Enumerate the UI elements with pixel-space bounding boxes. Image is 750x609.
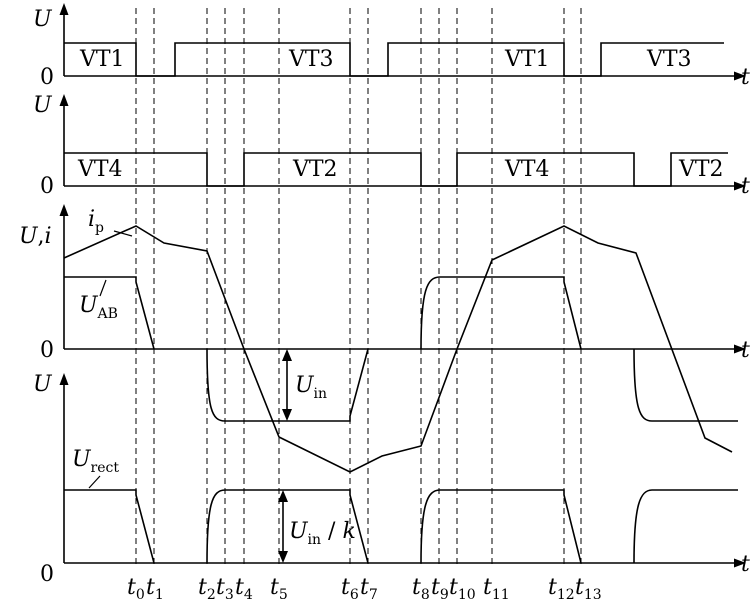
- gate-label-vt4-b: VT4: [504, 157, 550, 182]
- panel1-gate-waveform: [64, 42, 724, 77]
- urect-leader-line: [88, 475, 101, 489]
- time-label-t2: t2: [198, 575, 216, 603]
- time-label-t3: t3: [216, 575, 234, 603]
- panel1-y-arrow: [59, 3, 69, 15]
- uab-leader-line: [99, 279, 107, 297]
- panel1-zero-label: 0: [40, 65, 54, 90]
- panel1-x-label: t: [741, 65, 750, 90]
- panel2-y-label: U: [33, 93, 53, 118]
- gate-label-vt3-a: VT3: [288, 47, 334, 72]
- uin-arrow-top: [282, 349, 292, 361]
- gate-label-vt3-b: VT3: [646, 47, 692, 72]
- time-label-t13: t13: [575, 575, 602, 603]
- panel2-zero-label: 0: [40, 174, 54, 199]
- time-label-t6: t6: [341, 575, 359, 603]
- uin-label: Uin: [295, 373, 327, 402]
- gate-label-vt1-a: VT1: [79, 47, 125, 72]
- ip-leader-line: [113, 230, 133, 237]
- gate-label-vt2-b: VT2: [678, 157, 724, 182]
- urect-segment-2: [206, 489, 369, 564]
- time-labels: t0 t1 t2 t3 t4 t5 t6 t7 t8 t9 t10 t11 t1…: [127, 575, 602, 603]
- time-label-t10: t10: [449, 575, 476, 603]
- panel3-zero-label: 0: [40, 338, 54, 363]
- panel-vt4-vt2: U 0 t VT4 VT2 VT4 VT2: [33, 93, 750, 199]
- uink-label: Uin / k: [289, 519, 356, 548]
- ip-label: ip: [88, 207, 104, 236]
- panel3-y-label: U,i: [19, 224, 52, 249]
- uab-waveform: [64, 276, 155, 350]
- gate-label-vt2-a: VT2: [292, 157, 338, 182]
- urect-segment-4: [633, 489, 738, 564]
- time-label-t1: t1: [146, 575, 164, 603]
- panel-vt1-vt3: U 0 t VT1 VT3 VT1 VT3: [33, 3, 750, 90]
- uin-arrow-bottom: [282, 409, 292, 421]
- gate-label-vt1-b: VT1: [504, 47, 550, 72]
- panel-urect: U 0 t Urect Uin Uin / k: [33, 348, 750, 587]
- time-label-t12: t12: [548, 575, 575, 603]
- panel4-x-label: t: [741, 552, 750, 577]
- uink-arrow-top: [278, 490, 288, 502]
- panel3-x-label: t: [741, 338, 750, 363]
- urect-negative-segment-1: [206, 348, 369, 422]
- panel1-y-label: U: [33, 7, 53, 32]
- panel4-x-arrow: [734, 558, 746, 568]
- uab-rise-right: [420, 276, 582, 350]
- panel-uab-ip: U,i 0 t ip UAB: [19, 204, 750, 473]
- time-label-t9: t9: [431, 575, 449, 603]
- uab-label: UAB: [79, 293, 118, 322]
- panel3-y-arrow: [59, 204, 69, 216]
- panel2-x-arrow: [734, 181, 746, 191]
- urect-segment-3: [420, 489, 582, 564]
- time-label-t8: t8: [412, 575, 430, 603]
- time-label-t5: t5: [270, 575, 288, 603]
- panel3-x-arrow: [734, 344, 746, 354]
- urect-waveform: [64, 489, 155, 564]
- gate-label-vt4-a: VT4: [77, 157, 123, 182]
- panel1-x-arrow: [734, 71, 746, 81]
- time-label-t11: t11: [483, 575, 510, 603]
- ip-current-waveform: [63, 225, 733, 473]
- urect-negative-segment-2: [633, 348, 738, 422]
- timing-guides: [135, 8, 582, 568]
- panel2-gate-waveform: [64, 152, 728, 187]
- time-label-t0: t0: [127, 575, 145, 603]
- urect-label: Urect: [72, 447, 119, 476]
- time-label-t7: t7: [360, 575, 378, 603]
- time-label-t4: t4: [235, 575, 253, 603]
- panel4-y-label: U: [33, 372, 53, 397]
- uink-arrow-bottom: [278, 551, 288, 563]
- panel4-y-arrow: [59, 373, 69, 385]
- panel4-zero-label: 0: [40, 562, 54, 587]
- panel2-y-arrow: [59, 94, 69, 106]
- panel2-x-label: t: [741, 174, 750, 199]
